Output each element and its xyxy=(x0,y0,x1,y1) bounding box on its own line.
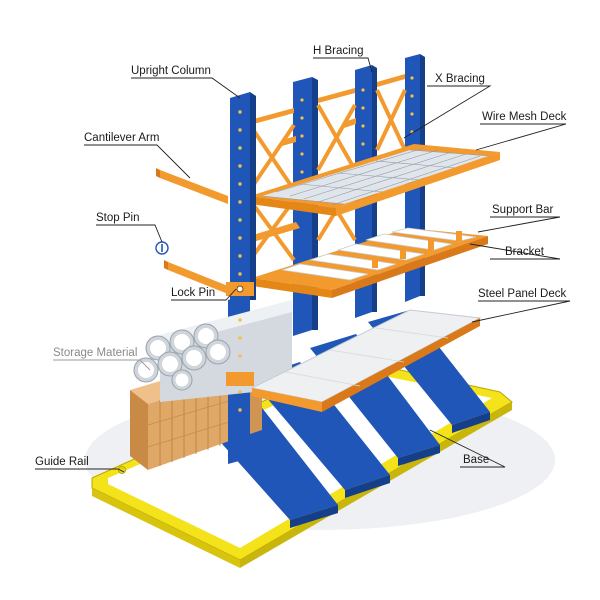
pipe-bundle xyxy=(133,300,292,402)
label-steel-panel-deck: Steel Panel Deck xyxy=(478,288,566,300)
wire-mesh-deck-level xyxy=(250,144,500,216)
label-wire-mesh-deck: Wire Mesh Deck xyxy=(482,111,567,123)
label-support-bar: Support Bar xyxy=(492,204,554,216)
label-x-bracing: X Bracing xyxy=(435,73,485,85)
label-base: Base xyxy=(463,454,489,466)
leader-lines xyxy=(35,57,571,473)
label-storage-material: Storage Material xyxy=(53,347,137,359)
label-upright-column: Upright Column xyxy=(131,65,211,77)
label-bracket: Bracket xyxy=(505,246,545,258)
label-guide-rail: Guide Rail xyxy=(35,456,89,468)
label-lock-pin: Lock Pin xyxy=(171,287,215,299)
support-bar-level xyxy=(252,227,488,298)
label-cantilever-arm: Cantilever Arm xyxy=(84,132,159,144)
labels: H Bracing Upright Column X Bracing Wire … xyxy=(35,45,567,468)
label-stop-pin: Stop Pin xyxy=(96,212,139,224)
stop-pin xyxy=(155,241,169,255)
label-h-bracing: H Bracing xyxy=(313,45,364,57)
upright-column-front xyxy=(230,92,256,412)
steel-panel-deck-level xyxy=(250,309,482,412)
